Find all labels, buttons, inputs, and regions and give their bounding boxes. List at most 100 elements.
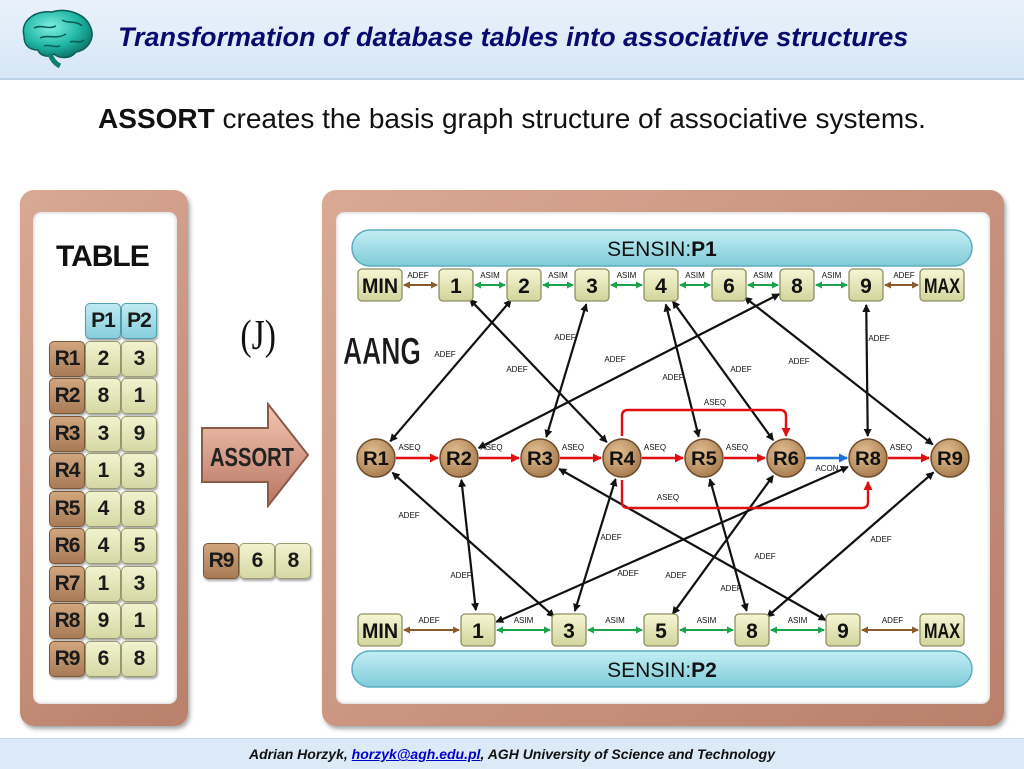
aseq-link-label: ASEQ [890,443,912,452]
row-p1-cell: 2 [85,341,121,377]
aseq-arc-label: ASEQ [657,493,679,502]
adef-edge [573,478,618,612]
row-p1-cell: 9 [85,603,121,639]
aseq-link-label: ASEQ [398,443,420,452]
row-p1-cell: 4 [85,491,121,527]
p1-sensor-label: 6 [723,275,735,298]
p1-link-label: ADEF [893,271,914,280]
adef-edge-label: ADEF [665,571,686,580]
adef-edge-label: ADEF [398,511,419,520]
record-node-label: R5 [691,449,717,470]
record-node: R3 [520,438,560,478]
row-id-cell: R5 [49,491,85,527]
p1-link-label: ADEF [407,271,428,280]
adef-edge-label: ADEF [788,357,809,366]
current-record-p1: 6 [239,543,275,579]
p2-sensor-label: 5 [655,620,667,643]
adef-edge-label: ADEF [506,365,527,374]
adef-edge [495,465,849,623]
adef-edge-label: ADEF [730,365,751,374]
adef-edge-label: ADEF [600,533,621,542]
current-record-p2: 8 [275,543,311,579]
acon-link-label: ACON [815,464,838,473]
row-p1-cell: 1 [85,453,121,489]
row-p2-cell: 1 [121,603,157,639]
row-p1-cell: 1 [85,566,121,602]
p2-sensor-node: 8 [734,613,770,647]
p1-link-label: ASIM [480,271,500,280]
p1-sensor-label: 8 [791,275,803,298]
row-p2-cell: 8 [121,641,157,677]
adef-edge-label: ADEF [720,584,741,593]
p1-sensor-label: 2 [518,275,530,298]
record-node: R4 [602,438,642,478]
record-node-label: R6 [773,449,799,470]
header-bar: Transformation of database tables into a… [0,0,1024,80]
row-p2-cell: 1 [121,378,157,414]
adef-edge-label: ADEF [754,552,775,561]
adef-edge-label: ADEF [870,535,891,544]
p2-link-label: ASIM [605,616,625,625]
adef-edge-label: ADEF [617,569,638,578]
p1-sensor-node: MIN [357,268,403,302]
p1-sensor-label: 4 [655,275,667,298]
row-p2-cell: 3 [121,566,157,602]
p2-sensor-label: MIN [362,620,398,643]
j-label: (J) [240,313,276,359]
p1-sensor-label: 3 [586,275,598,298]
p2-link-label: ADEF [418,616,439,625]
footer-bar: Adrian Horzyk, horzyk@agh.edu.pl, AGH Un… [0,738,1024,769]
sensin-p2-bar [351,650,973,688]
p2-sensor-node: MAX [919,613,965,647]
record-node: R2 [439,438,479,478]
aseq-arc-label: ASEQ [704,398,726,407]
adef-edge [766,471,935,618]
record-node: R9 [930,438,970,478]
table-title: TABLE [56,240,150,273]
adef-edge [743,296,934,446]
sensin-p2-bar-label: SENSIN:P2 [607,659,717,682]
p1-sensor-label: MIN [362,275,398,298]
adef-edge [544,303,589,438]
p1-sensor-label: 1 [450,275,462,298]
sensin-p1-bar-label: SENSIN:P1 [607,238,717,261]
adef-edge-label: ADEF [554,333,575,342]
row-p1-cell: 8 [85,378,121,414]
adef-edge-label: ADEF [604,355,625,364]
column-header-p1: P1 [85,303,121,339]
p2-link-label: ASIM [788,616,808,625]
p2-sensor-node: MIN [357,613,403,647]
adef-edge [458,478,480,612]
p1-sensor-node: 9 [848,268,884,302]
record-node-label: R8 [855,449,881,470]
record-node-label: R2 [446,449,472,470]
assort-arrow: ASSORT [201,402,310,508]
record-node-label: R1 [363,449,389,470]
row-p1-cell: 4 [85,528,121,564]
aseq-link-label: ASEQ [726,443,748,452]
adef-edge [469,298,608,443]
p1-sensor-node: MAX [919,268,965,302]
p1-sensor-node: 8 [779,268,815,302]
column-header-p2: P2 [121,303,157,339]
record-node: R1 [356,438,396,478]
p2-sensor-node: 5 [643,613,679,647]
p1-sensor-node: 6 [711,268,747,302]
row-id-cell: R2 [49,378,85,414]
row-p2-cell: 3 [121,341,157,377]
record-node: R8 [848,438,888,478]
subtitle-text: creates the basis graph structure of ass… [214,103,926,134]
p2-sensor-label: 9 [837,620,849,643]
aseq-link-label: ASEQ [562,443,584,452]
p1-sensor-node: 4 [643,268,679,302]
p1-sensor-node: 2 [506,268,542,302]
adef-edge-label: ADEF [450,571,471,580]
row-id-cell: R1 [49,341,85,377]
subtitle-keyword: ASSORT [98,103,215,134]
p2-sensor-label: 1 [472,620,484,643]
adef-edge [862,303,872,438]
footer-email-link[interactable]: horzyk@agh.edu.pl [351,746,481,762]
